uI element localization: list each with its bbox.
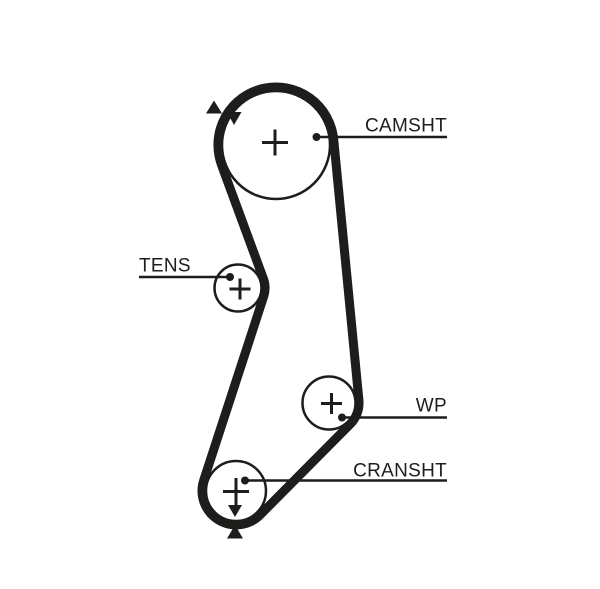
crankshaft-label: CRANSHT: [353, 461, 447, 482]
camshaft-triangle-up-icon: [206, 100, 222, 114]
crankshaft-center-cross-icon: [223, 478, 249, 505]
camshaft-triangle-down-icon: [227, 112, 242, 125]
crankshaft-triangle-down-icon: [228, 505, 242, 517]
tensioner-label: TENS: [139, 256, 191, 277]
camshaft-center-cross-icon: [262, 129, 288, 156]
camshaft-label: CAMSHT: [365, 116, 447, 137]
crankshaft-leader-dot: [241, 476, 249, 485]
camshaft-leader-dot: [312, 133, 321, 141]
tensioner-center-cross-icon: [229, 278, 251, 300]
tensioner-leader-dot: [226, 273, 234, 281]
water-pump-leader-dot: [338, 413, 346, 422]
water-pump-center-cross-icon: [321, 393, 342, 414]
timing-belt: [197, 82, 364, 530]
crankshaft-triangle-up-icon: [227, 525, 243, 539]
water-pump-label: WP: [416, 396, 447, 417]
